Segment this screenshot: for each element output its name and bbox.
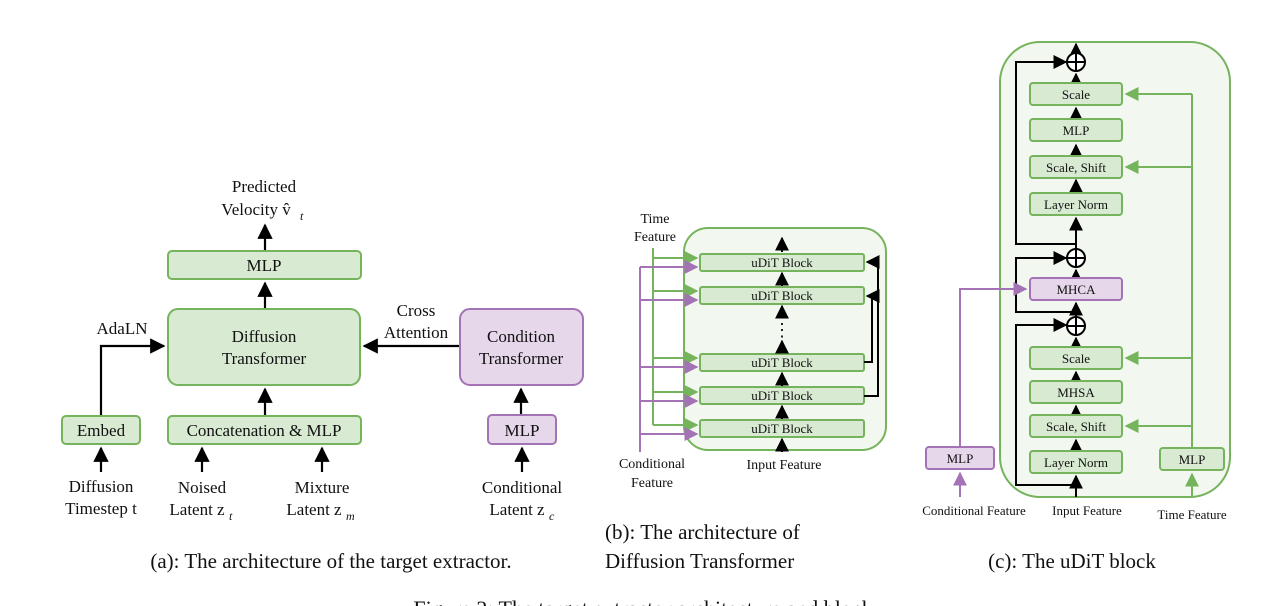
udit-block-3-label: uDiT Block bbox=[751, 355, 813, 370]
mlp-top-label: MLP bbox=[247, 256, 282, 275]
mhca-label: MHCA bbox=[1056, 282, 1096, 297]
diffusion-transformer-line2: Transformer bbox=[222, 349, 307, 368]
conditional-latent-line1: Conditional bbox=[482, 478, 563, 497]
concat-mlp-label: Concatenation & MLP bbox=[187, 421, 342, 440]
caption-c: (c): The uDiT block bbox=[988, 549, 1156, 573]
udit-block-1 bbox=[699, 253, 865, 272]
time-feature-line1: Time bbox=[640, 212, 669, 227]
panel-b: Time Feature uDiT Block uDiT Block uDiT … bbox=[605, 212, 887, 573]
caption-a: (a): The architecture of the target extr… bbox=[150, 549, 511, 573]
plus-icon-middle bbox=[1066, 248, 1086, 268]
condition-transformer-box bbox=[459, 308, 584, 386]
scale-shift-top-label: Scale, Shift bbox=[1046, 160, 1106, 175]
udit-block-5-label: uDiT Block bbox=[751, 421, 813, 436]
scale-shift-bottom-box bbox=[1029, 414, 1123, 438]
scale-bottom-label: Scale bbox=[1062, 351, 1090, 366]
layer-norm-bottom-label: Layer Norm bbox=[1044, 455, 1108, 470]
diffusion-timestep-line1: Diffusion bbox=[69, 477, 134, 496]
skip-connection-1 bbox=[864, 289, 880, 363]
arrow-cond-mhca bbox=[959, 282, 1028, 447]
mhsa-box bbox=[1029, 380, 1123, 404]
conditional-latent-line2: Latent z bbox=[489, 500, 545, 519]
adaln-label: AdaLN bbox=[97, 319, 148, 338]
caption-b-line2: Diffusion Transformer bbox=[605, 549, 794, 573]
layer-norm-bottom-box bbox=[1029, 450, 1123, 474]
mlp-block-box bbox=[1029, 118, 1123, 142]
arrow-adaln bbox=[99, 338, 166, 415]
predicted-label-line1: Predicted bbox=[232, 177, 297, 196]
udit-block-5 bbox=[699, 419, 865, 438]
conditional-feature-line2: Feature bbox=[631, 476, 673, 491]
noised-latent-line2: Latent z bbox=[169, 500, 225, 519]
cross-attention-line1: Cross bbox=[397, 301, 436, 320]
dots-icon: ⋮ bbox=[773, 320, 791, 340]
mlp-cond-label: MLP bbox=[505, 421, 540, 440]
panel-c: Scale MLP Scale, Shift Layer Norm MHCA S… bbox=[922, 41, 1231, 573]
embed-label: Embed bbox=[77, 421, 126, 440]
panel-a: Predicted Velocity v̂ t MLP Diffusion Tr… bbox=[61, 177, 584, 573]
cross-attention-line2: Attention bbox=[384, 323, 449, 342]
conditional-feature-label: Conditional Feature bbox=[922, 503, 1026, 518]
residual-1 bbox=[1015, 318, 1076, 486]
mlp-conditional-label: MLP bbox=[947, 451, 974, 466]
predicted-label-line2: Velocity v̂ bbox=[221, 200, 291, 219]
input-feature-label: Input Feature bbox=[746, 458, 821, 473]
udit-block-1-label: uDiT Block bbox=[751, 255, 813, 270]
mlp-top-box bbox=[167, 250, 362, 280]
mlp-time-label: MLP bbox=[1179, 452, 1206, 467]
condition-transformer-line2: Transformer bbox=[479, 349, 564, 368]
skip-connection-2 bbox=[864, 255, 880, 397]
diffusion-transformer-line1: Diffusion bbox=[232, 327, 297, 346]
scale-top-box bbox=[1029, 82, 1123, 106]
mixture-latent-sub: m bbox=[346, 509, 355, 523]
mixture-latent-line2: Latent z bbox=[286, 500, 342, 519]
conditional-feature-line1: Conditional bbox=[619, 457, 685, 472]
conditional-latent-sub: c bbox=[549, 509, 555, 523]
udit-block-2-label: uDiT Block bbox=[751, 288, 813, 303]
predicted-label-sub: t bbox=[300, 209, 304, 223]
residual-3 bbox=[1015, 55, 1076, 245]
plus-icon-top bbox=[1066, 52, 1086, 72]
mlp-block-label: MLP bbox=[1063, 123, 1090, 138]
scale-bottom-box bbox=[1029, 346, 1123, 370]
layer-norm-top-box bbox=[1029, 192, 1123, 216]
figure-caption: Figure 2: The target extractor architect… bbox=[413, 596, 872, 606]
time-feature-line2: Feature bbox=[634, 230, 676, 245]
udit-block-4-label: uDiT Block bbox=[751, 388, 813, 403]
caption-b-line1: (b): The architecture of bbox=[605, 520, 800, 544]
udit-block-2 bbox=[699, 286, 865, 305]
scale-top-label: Scale bbox=[1062, 87, 1090, 102]
mixture-latent-line1: Mixture bbox=[295, 478, 350, 497]
scale-shift-bottom-label: Scale, Shift bbox=[1046, 419, 1106, 434]
embed-box bbox=[61, 415, 141, 445]
diffusion-timestep-line2: Timestep t bbox=[65, 499, 137, 518]
condition-transformer-line1: Condition bbox=[487, 327, 556, 346]
diffusion-transformer-box bbox=[167, 308, 361, 386]
noised-latent-sub: t bbox=[229, 509, 233, 523]
input-feature-c-label: Input Feature bbox=[1052, 503, 1122, 518]
mhsa-label: MHSA bbox=[1057, 385, 1095, 400]
noised-latent-line1: Noised bbox=[178, 478, 227, 497]
concat-mlp-box bbox=[167, 415, 362, 445]
layer-norm-top-label: Layer Norm bbox=[1044, 197, 1108, 212]
mlp-cond-box bbox=[487, 414, 557, 445]
plus-icon-bottom bbox=[1066, 316, 1086, 336]
mhca-box bbox=[1029, 277, 1123, 301]
scale-shift-top-box bbox=[1029, 155, 1123, 179]
time-feature-c-label: Time Feature bbox=[1157, 507, 1226, 522]
